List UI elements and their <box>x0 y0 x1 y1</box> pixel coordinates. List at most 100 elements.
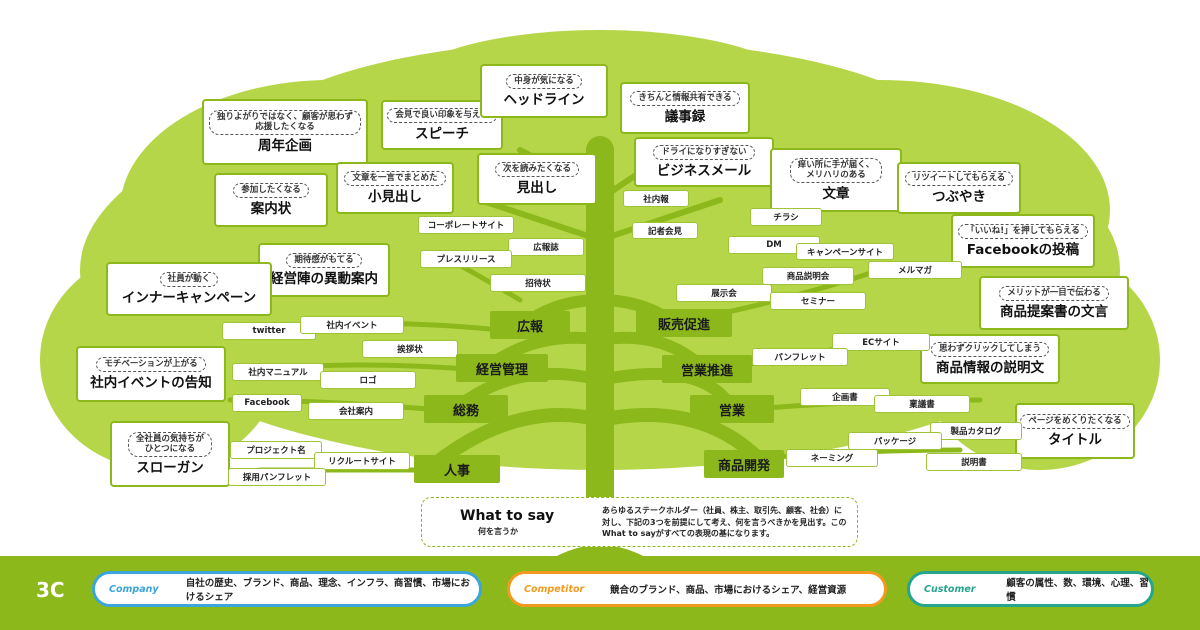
label-campaign-site: キャンペーンサイト <box>796 243 894 260</box>
card-midashi: 次を読みたくなる 見出し <box>477 153 597 205</box>
label-chirashi: チラシ <box>750 208 822 226</box>
card-caption: 痒い所に手が届く、 メリハリのある <box>789 157 883 184</box>
label-pamphlet: パンフレット <box>752 348 848 366</box>
card-komidashi: 文章を一言でまとめた 小見出し <box>336 162 454 214</box>
dept-jinji: 人事 <box>414 455 500 483</box>
card-title: スローガン <box>136 460 204 477</box>
card-tsubuyaki: リツイートしてもらえる つぶやき <box>897 162 1021 214</box>
card-caption: きちんと情報共有できる <box>630 91 740 106</box>
card-title: スピーチ <box>415 125 469 142</box>
card-title: 商品提案書の文言 <box>1000 303 1108 320</box>
label-shohin-setsumeikai: 商品説明会 <box>762 267 854 285</box>
label-kishakaiken: 記者会見 <box>632 222 698 239</box>
card-title: タイトル <box>1048 431 1102 448</box>
card-title: 周年企画 <box>258 138 312 155</box>
what-to-say-subtitle: 何を言うか <box>478 527 518 536</box>
card-title: つぶやき <box>932 188 986 205</box>
card-caption: 独りよがりではなく、顧客が思わず 応援したくなる <box>208 109 361 136</box>
card-caption: モチベーションが上がる <box>96 357 206 372</box>
card-proposal-copy: メリットが一目で伝わる 商品提案書の文言 <box>979 276 1129 330</box>
label-press-release: プレスリリース <box>420 250 512 268</box>
card-title: 案内状 <box>250 200 292 217</box>
label-tenjikai: 展示会 <box>676 284 772 302</box>
competitor-desc: 競合のブランド、商品、市場におけるシェア、経営資源 <box>610 585 847 596</box>
card-caption: ドライになりすぎない <box>653 145 755 160</box>
card-caption: 期待感がもてる <box>286 253 362 268</box>
label-facebook: Facebook <box>232 394 302 412</box>
card-title: Facebookの投稿 <box>966 241 1080 258</box>
dept-koho: 広報 <box>490 311 570 339</box>
card-title: 商品情報の説明文 <box>936 359 1044 376</box>
label-shanai-manual: 社内マニュアル <box>232 363 324 381</box>
label-merumaga: メルマガ <box>868 261 962 279</box>
card-caption: 思わずクリックしてしまう <box>931 342 1049 357</box>
label-shanai-event: 社内イベント <box>300 316 404 334</box>
card-caption: メリットが一目で伝わる <box>999 286 1109 301</box>
company-desc: 自社の歴史、ブランド、商品、理念、インフラ、商習慣、市場におけるシェア <box>185 578 470 603</box>
label-seihin-catalog: 製品カタログ <box>930 422 1022 440</box>
label-ringisho: 稟議書 <box>874 395 970 413</box>
card-caption: 中身が気になる <box>506 74 582 89</box>
customer-desc: 顧客の属性、数、環境、心理、習慣 <box>1006 578 1149 603</box>
label-shotaijo: 招待状 <box>490 274 586 292</box>
card-event-notice: モチベーションが上がる 社内イベントの告知 <box>76 346 226 402</box>
card-title: 小見出し <box>368 188 422 205</box>
card-business-mail: ドライになりすぎない ビジネスメール <box>634 137 774 187</box>
label-corporate-site: コーポレートサイト <box>418 216 514 234</box>
card-caption: 社員が動く <box>159 272 219 287</box>
card-caption: 参加したくなる <box>233 183 309 198</box>
label-recruit-site: リクルートサイト <box>314 452 410 470</box>
what-to-say-description: あらゆるステークホルダー（社員、株主、取引先、顧客、社会）に対し、下記の3つを前… <box>602 506 847 539</box>
label-kaisha-annai: 会社案内 <box>308 402 404 420</box>
card-title-page: ページをめくりたくなる タイトル <box>1015 403 1135 459</box>
what-to-say-title: What to say <box>460 508 555 524</box>
footer-logo: 3C <box>36 578 65 602</box>
card-title: ヘッドライン <box>503 91 585 108</box>
card-caption: 文章を一言でまとめた <box>344 171 446 186</box>
dept-eigyo-suishin: 営業推進 <box>662 355 752 383</box>
card-caption: 次を読みたくなる <box>494 162 579 177</box>
card-caption: 全社員の気持ちが ひとつになる <box>127 431 212 458</box>
card-title: 議事録 <box>664 108 706 125</box>
card-headline: 中身が気になる ヘッドライン <box>480 64 608 118</box>
company-box: Company 自社の歴史、ブランド、商品、理念、インフラ、商習慣、市場における… <box>92 571 482 607</box>
card-title: インナーキャンペーン <box>121 289 257 306</box>
dept-keiei-kanri: 経営管理 <box>456 354 548 382</box>
label-naming: ネーミング <box>786 449 878 467</box>
label-kohoshi: 広報誌 <box>508 238 584 256</box>
card-title: 社内イベントの告知 <box>90 374 212 391</box>
label-saiyo-pamphlet: 採用パンフレット <box>228 468 326 486</box>
card-title: 見出し <box>516 179 558 196</box>
dept-eigyo: 営業 <box>690 395 774 423</box>
customer-tag: Customer <box>924 583 976 595</box>
label-project-name: プロジェクト名 <box>230 441 322 459</box>
dept-shohin-kaihatsu: 商品開発 <box>704 450 784 478</box>
competitor-box: Competitor 競合のブランド、商品、市場におけるシェア、経営資源 <box>507 571 887 607</box>
card-title: 文章 <box>822 186 850 203</box>
label-logo: ロゴ <box>320 371 416 389</box>
card-product-info: 思わずクリックしてしまう 商品情報の説明文 <box>920 334 1060 384</box>
label-shanaiho: 社内報 <box>623 190 689 207</box>
card-title: 経営陣の異動案内 <box>270 270 378 287</box>
company-tag: Company <box>109 583 159 595</box>
card-caption: リツイートしてもらえる <box>904 171 1014 186</box>
label-setsumeisho: 説明書 <box>926 453 1022 471</box>
label-ec-site: ECサイト <box>832 333 930 351</box>
dept-hanbai-sokushin: 販売促進 <box>636 309 732 337</box>
competitor-tag: Competitor <box>524 583 585 595</box>
card-title: ビジネスメール <box>656 162 752 179</box>
card-annaijo: 参加したくなる 案内状 <box>214 173 328 227</box>
card-caption: 「いいね!」を押してもらえる <box>958 224 1088 239</box>
card-keieijin-ido: 期待感がもてる 経営陣の異動案内 <box>258 243 390 297</box>
card-caption: ページをめくりたくなる <box>1020 414 1130 429</box>
card-shunen-kikaku: 独りよがりではなく、顧客が思わず 応援したくなる 周年企画 <box>202 99 368 165</box>
what-to-say-box: What to say 何を言うか あらゆるステークホルダー（社員、株主、取引先… <box>421 497 858 547</box>
dept-somu: 総務 <box>424 395 508 423</box>
card-gijiroku: きちんと情報共有できる 議事録 <box>620 82 750 134</box>
customer-box: Customer 顧客の属性、数、環境、心理、習慣 <box>907 571 1154 607</box>
label-package: パッケージ <box>848 432 942 450</box>
label-seminar: セミナー <box>770 292 866 310</box>
card-inner-campaign: 社員が動く インナーキャンペーン <box>106 262 272 316</box>
card-facebook-post: 「いいね!」を押してもらえる Facebookの投稿 <box>951 214 1095 268</box>
footer-3c-bar: 3C Company 自社の歴史、ブランド、商品、理念、インフラ、商習慣、市場に… <box>0 556 1200 630</box>
